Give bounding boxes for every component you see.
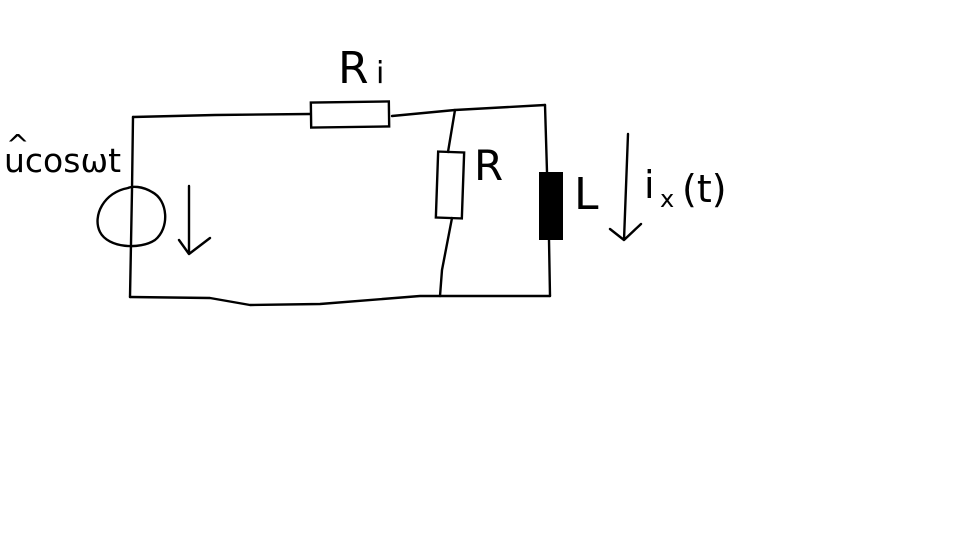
series-resistor <box>309 100 391 129</box>
wire-top-right <box>390 103 547 118</box>
wire-bottom <box>128 294 552 307</box>
wire-shunt-top <box>446 108 457 154</box>
shunt-resistor <box>434 150 466 220</box>
voltage-arrow-icon <box>177 184 212 256</box>
current-arrow-icon <box>608 132 643 242</box>
wire-inductor-bottom <box>547 238 552 298</box>
wire-left <box>128 115 135 299</box>
voltage-source-icon <box>96 185 167 248</box>
wire-shunt-bottom <box>438 216 454 298</box>
series-resistor-subscript: i <box>376 56 384 91</box>
inductor-label: L <box>574 169 599 220</box>
shunt-resistor-label: R <box>474 141 503 190</box>
source-hat: ^ <box>6 128 29 161</box>
source-label: ucosωt <box>4 141 121 180</box>
current-argument: (t) <box>682 167 727 211</box>
current-subscript: x <box>660 185 674 213</box>
series-resistor-label: R <box>338 43 369 94</box>
inductor <box>539 172 563 240</box>
wire-inductor-top <box>543 103 549 174</box>
current-label: i <box>644 163 655 207</box>
wire-top-left <box>131 112 312 119</box>
